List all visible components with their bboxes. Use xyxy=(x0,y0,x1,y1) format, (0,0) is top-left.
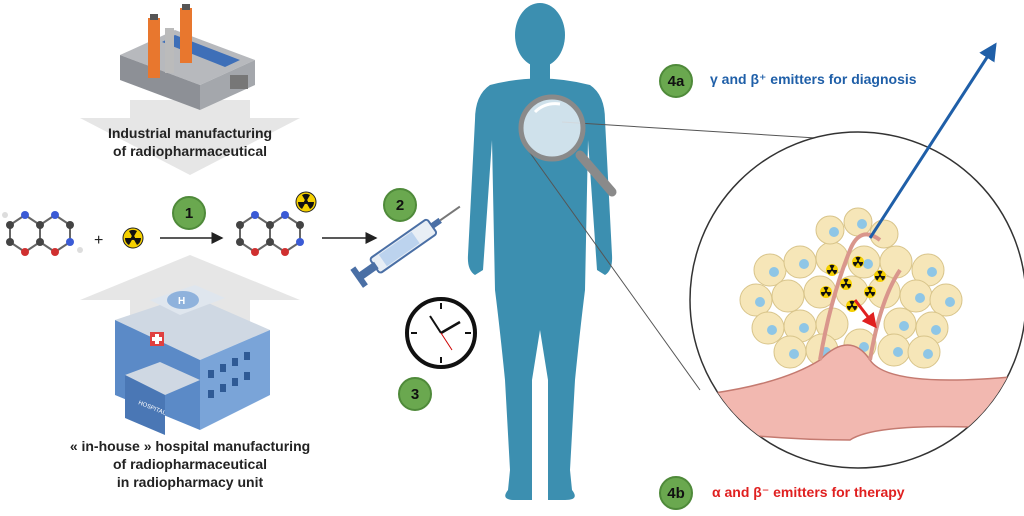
step-badge-3: 3 xyxy=(398,377,432,411)
step-badge-2: 2 xyxy=(383,188,417,222)
radiation-label-icon xyxy=(295,191,317,213)
diagnosis-label: γ and β⁺ emitters for diagnosis xyxy=(710,71,917,87)
human-body xyxy=(467,3,613,500)
hospital-h: H xyxy=(178,296,185,307)
industrial-label-line1: Industrial manufacturing xyxy=(107,125,273,141)
magnifier-icon xyxy=(518,94,617,197)
hospital-icon xyxy=(115,285,270,435)
grey-arrow-down xyxy=(80,100,300,175)
plus-sign: + xyxy=(94,232,103,249)
zoom-line-top xyxy=(561,121,849,141)
tumor-cells-icon xyxy=(699,207,1024,441)
zoom-line-bottom xyxy=(527,149,701,391)
syringe-icon xyxy=(350,205,461,288)
factory-icon xyxy=(120,4,255,110)
industrial-label-line2: of radiopharmaceutical xyxy=(112,143,268,159)
step-badge-4b: 4b xyxy=(659,476,693,510)
therapy-label: α and β⁻ emitters for therapy xyxy=(712,484,905,500)
labelled-molecule-icon xyxy=(236,211,304,256)
inhouse-label-line2: of radiopharmaceutical xyxy=(112,456,268,472)
step-badge-4a: 4a xyxy=(659,64,693,98)
molecule-icon xyxy=(2,211,83,256)
inhouse-label-line3: in radiopharmacy unit xyxy=(116,474,264,490)
industrial-label: Industrial manufacturing of radiopharmac… xyxy=(70,124,310,160)
inhouse-label-line1: « in-house » hospital manufacturing xyxy=(69,438,311,454)
step-badge-1: 1 xyxy=(172,196,206,230)
radiation-icon xyxy=(122,227,144,249)
clock-icon xyxy=(405,297,477,369)
inhouse-label: « in-house » hospital manufacturing of r… xyxy=(40,437,340,491)
alpha-beta-minus-arrow xyxy=(853,299,877,329)
gamma-beta-plus-arrow xyxy=(868,42,997,239)
